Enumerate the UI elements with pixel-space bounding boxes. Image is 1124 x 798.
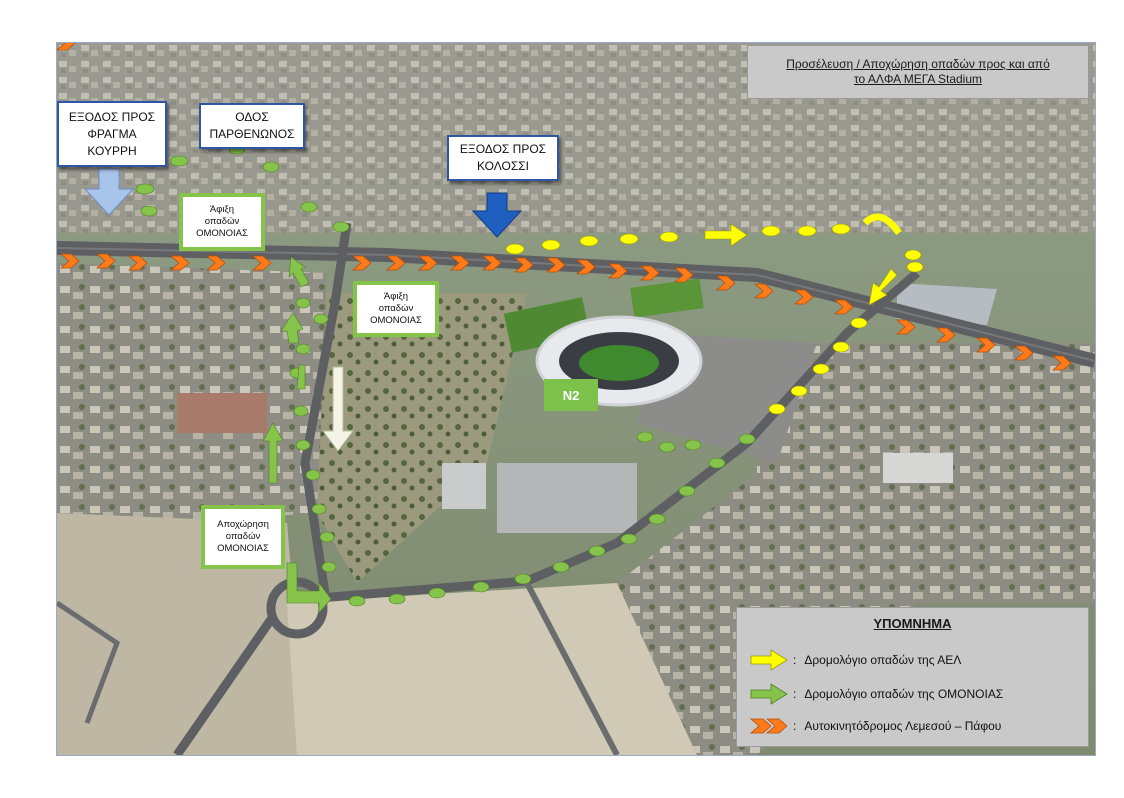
map-title-line: Προσέλευση / Αποχώρηση οπαδών προς και α…: [786, 57, 1050, 71]
label-line: ΟΜΟΝΟΙΑΣ: [370, 315, 422, 326]
label-line: Αποχώρηση: [217, 519, 269, 530]
departure-arrow-icon: [322, 366, 354, 452]
road: [524, 581, 620, 755]
omonoia-arrow-icon: [296, 364, 306, 390]
highway-chevrons: [57, 43, 1072, 371]
map-title: Προσέλευση / Αποχώρηση οπαδών προς και α…: [747, 45, 1089, 99]
label-line: ΚΟΥΡΡΗ: [87, 143, 137, 158]
legend-item-omonoia: : Δρομολόγιο οπαδών της ΟΜΟΝΟΙΑΣ: [749, 682, 1003, 706]
yellow-arrow-icon: [750, 649, 788, 671]
legend-title: ΥΠΟΜΝΗΜΑ: [873, 616, 952, 631]
label-line: οπαδών: [225, 531, 261, 542]
ael-arrow-icon: [868, 268, 898, 306]
ael-route: [505, 213, 924, 415]
legend-item-highway: : Αυτοκινητόδρομος Λεμεσού – Πάφου: [749, 714, 1001, 738]
sports-court: [177, 393, 267, 433]
building: [442, 463, 486, 509]
aerial-map: Προσέλευση / Αποχώρηση οπαδών προς και α…: [56, 42, 1096, 756]
label-odos-parthenonos: ΟΔΟΣ ΠΑΡΘΕΝΩΝΟΣ: [199, 103, 305, 149]
gate-n2-label: N2: [544, 379, 598, 411]
road: [173, 615, 276, 755]
label-line: ΟΔΟΣ: [235, 110, 269, 124]
label-line: οπαδών: [378, 303, 414, 314]
label-line: ΠΑΡΘΕΝΩΝΟΣ: [209, 127, 295, 141]
building: [883, 453, 953, 483]
label-line: ΚΟΛΟΣΣΙ: [476, 159, 530, 173]
legend: ΥΠΟΜΝΗΜΑ : Δρομολόγιο οπαδών της ΑΕΛ : Δ…: [736, 607, 1089, 747]
dry-hill: [57, 513, 307, 755]
building: [497, 463, 637, 533]
parthenonos-road: [300, 222, 352, 594]
label-line: ΕΞΟΔΟΣ ΠΡΟΣ: [459, 142, 547, 156]
training-pitch: [630, 278, 704, 318]
label-exit-fragma: ΕΞΟΔΟΣ ΠΡΟΣ ΦΡΑΓΜΑ ΚΟΥΡΡΗ: [57, 101, 167, 167]
legend-item-ael: : Δρομολόγιο οπαδών της ΑΕΛ: [749, 648, 961, 672]
exit-arrow-icon: [471, 192, 523, 238]
legend-label: Αυτοκινητόδρομος Λεμεσού – Πάφου: [804, 719, 1002, 733]
ael-arrow-icon: [704, 223, 748, 247]
label-line: Άφιξη: [209, 204, 235, 215]
highway-lane: [57, 247, 1095, 362]
label-arrival-omonoia: Άφιξη οπαδών ΟΜΟΝΟΙΑΣ: [179, 193, 265, 251]
label-line: οπαδών: [204, 216, 240, 227]
green-arrow-icon: [750, 683, 788, 705]
scrub-park: [317, 293, 527, 583]
orange-chevrons-icon: [749, 718, 788, 734]
omonoia-arrow-icon: [288, 256, 310, 288]
legend-label: Δρομολόγιο οπαδών της ΑΕΛ: [804, 653, 962, 667]
legend-label: Δρομολόγιο οπαδών της ΟΜΟΝΟΙΑΣ: [804, 687, 1004, 701]
omonoia-arrow-icon: [286, 562, 332, 614]
label-arrival-omonoia-2: Άφιξη οπαδών ΟΜΟΝΟΙΑΣ: [353, 281, 439, 337]
map-title-line: το ΑΛΦΑ ΜΕΓΑ Stadium: [853, 72, 983, 86]
stadium-pitch: [579, 345, 659, 381]
label-exit-kolossi: ΕΞΟΔΟΣ ΠΡΟΣ ΚΟΛΟΣΣΙ: [447, 135, 559, 181]
label-line: ΟΜΟΝΟΙΑΣ: [217, 543, 269, 554]
label-line: ΟΜΟΝΟΙΑΣ: [196, 228, 248, 239]
road: [57, 600, 121, 724]
omonoia-route: [135, 143, 756, 614]
label-line: Άφιξη: [383, 291, 409, 302]
exit-arrow-icon: [83, 168, 135, 216]
omonoia-arrow-icon: [262, 422, 284, 484]
label-departure-omonoia: Αποχώρηση οπαδών ΟΜΟΝΟΙΑΣ: [201, 505, 285, 569]
omonoia-arrow-icon: [280, 312, 304, 344]
label-line: ΕΞΟΔΟΣ ΠΡΟΣ: [68, 109, 156, 124]
label-line: ΦΡΑΓΜΑ: [87, 126, 137, 141]
